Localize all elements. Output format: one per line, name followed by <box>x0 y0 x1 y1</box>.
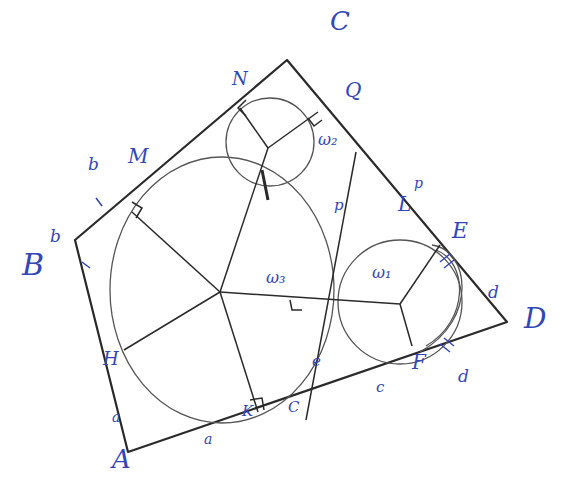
tick-mark <box>440 344 450 352</box>
tangent-line <box>306 152 356 420</box>
arc <box>426 250 460 346</box>
right-angle-mark <box>238 100 246 116</box>
point-label: B <box>22 250 44 280</box>
point-label: ω₁ <box>372 265 391 281</box>
point-label: M <box>128 146 148 166</box>
tick-mark <box>440 254 450 262</box>
radius <box>220 148 268 292</box>
right-angle-mark <box>308 118 322 126</box>
point-label: N <box>232 70 248 88</box>
point-label: H <box>103 350 119 368</box>
radius <box>132 212 220 292</box>
point-label: c <box>376 380 384 395</box>
point-label: b <box>88 156 99 173</box>
right-angle-mark <box>290 300 302 310</box>
point-label: p <box>334 198 344 213</box>
tick-mark <box>96 198 102 206</box>
big-circle <box>110 157 334 423</box>
radius <box>124 292 220 350</box>
point-label: p <box>414 176 423 190</box>
point-label: D <box>524 305 546 333</box>
point-label: d <box>488 284 499 301</box>
center-line <box>220 292 400 304</box>
point-label: ω₂ <box>318 132 337 148</box>
tick-mark <box>444 260 454 268</box>
arrow-mark <box>262 170 268 200</box>
point-label: C <box>330 8 350 34</box>
tick-mark <box>444 338 454 346</box>
point-label: a <box>204 432 212 446</box>
radius <box>400 245 440 304</box>
point-label: a <box>112 410 120 424</box>
point-label: b <box>50 228 61 245</box>
radius <box>220 292 258 412</box>
point-label: K <box>242 404 253 419</box>
point-label: d <box>458 368 469 385</box>
point-label: E <box>452 220 468 242</box>
point-label: F <box>412 352 426 372</box>
point-label: L <box>398 194 411 214</box>
circle-omega1 <box>338 240 462 364</box>
arc <box>420 245 462 352</box>
tick-mark <box>82 262 90 268</box>
point-label: e <box>312 354 321 369</box>
radius <box>400 304 412 346</box>
small-circle <box>226 98 314 186</box>
point-label: ω₃ <box>266 270 285 286</box>
radius <box>268 112 318 148</box>
point-label: Q <box>345 80 361 100</box>
point-label: C <box>288 400 299 415</box>
right-angle-mark <box>132 202 142 218</box>
point-label: A <box>112 446 131 472</box>
quadrilateral <box>75 60 507 452</box>
